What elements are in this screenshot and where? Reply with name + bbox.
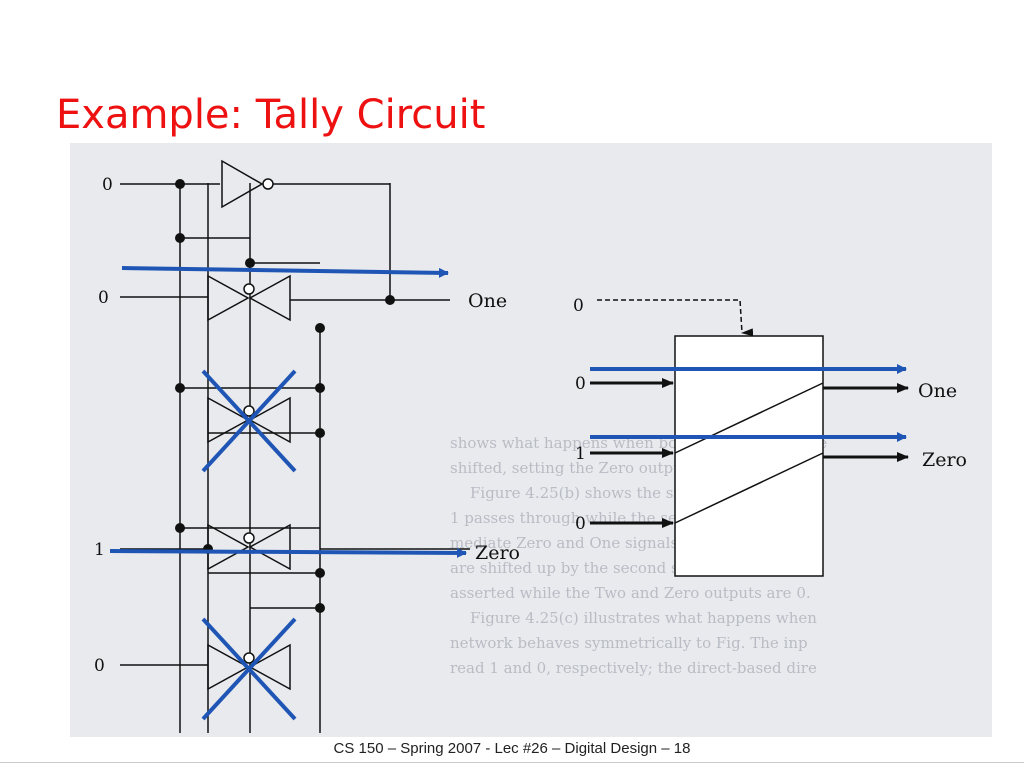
right-output-one-label: One <box>918 380 957 402</box>
left-input-label: 0 <box>102 175 113 195</box>
tally-circuit-diagram: shows what happens when both inputs are … <box>94 159 967 733</box>
scanned-figure: shows what happens when both inputs are … <box>70 143 992 737</box>
right-black-arrows <box>590 378 909 528</box>
right-input-label: 0 <box>575 514 586 534</box>
right-input-label: 0 <box>575 374 586 394</box>
right-output-zero-label: Zero <box>922 449 967 471</box>
highlight-arrows-left <box>109 266 467 558</box>
transmission-gate <box>207 643 291 691</box>
left-circuit <box>120 159 470 733</box>
right-block <box>597 299 824 577</box>
left-input-label: 0 <box>94 656 105 676</box>
svg-text:Figure 4.25(c) illustrates wha: Figure 4.25(c) illustrates what happens … <box>470 609 817 627</box>
left-input-label: 0 <box>98 288 109 308</box>
left-input-label: 1 <box>94 540 105 560</box>
junction-dots <box>175 179 395 613</box>
transmission-gate <box>207 274 291 322</box>
slide-title: Example: Tally Circuit <box>56 92 486 138</box>
transmission-gate <box>207 396 291 444</box>
transmission-gate <box>207 523 291 571</box>
svg-text:asserted while the Two and Zer: asserted while the Two and Zero outputs … <box>450 584 811 602</box>
slide-footer: CS 150 – Spring 2007 - Lec #26 – Digital… <box>333 740 691 757</box>
highlight-arrows-right <box>590 364 907 442</box>
right-control-label: 0 <box>573 296 584 316</box>
left-output-one-label: One <box>468 290 507 312</box>
svg-text:read 1 and 0, respectively; th: read 1 and 0, respectively; the direct-b… <box>450 659 817 677</box>
footer-divider <box>0 762 1024 763</box>
disabled-gate-x-marks <box>201 369 297 721</box>
left-output-zero-label: Zero <box>475 542 520 564</box>
svg-text:network behaves symmetrically: network behaves symmetrically to Fig. Th… <box>450 634 808 652</box>
transmission-gates <box>207 274 291 691</box>
right-input-label: 1 <box>575 444 586 464</box>
background-scan-text: shows what happens when both inputs are … <box>450 434 827 677</box>
